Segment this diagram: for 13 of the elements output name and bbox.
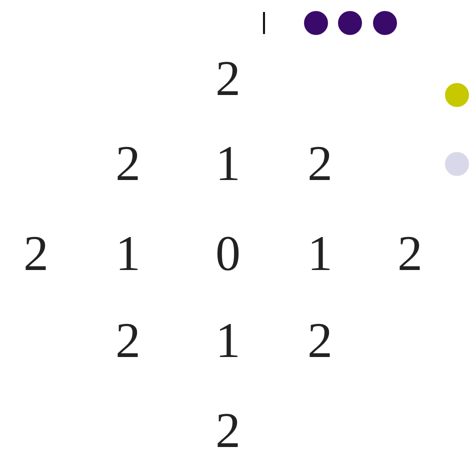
distance-value: 2	[216, 402, 240, 454]
distance-value: 2	[216, 50, 240, 106]
distance-value: 1	[216, 312, 240, 368]
distance-value: 2	[398, 225, 422, 281]
distance-value: 2	[116, 135, 140, 191]
distance-value: 1	[216, 135, 240, 191]
distance-value: 2	[116, 312, 140, 368]
distance-value: 2	[308, 135, 332, 191]
distance-value: 0	[216, 225, 240, 281]
distance-value: 2	[308, 312, 332, 368]
distance-value: 1	[308, 225, 332, 281]
distance-value: 2	[24, 225, 48, 281]
distance-value: 1	[116, 225, 140, 281]
